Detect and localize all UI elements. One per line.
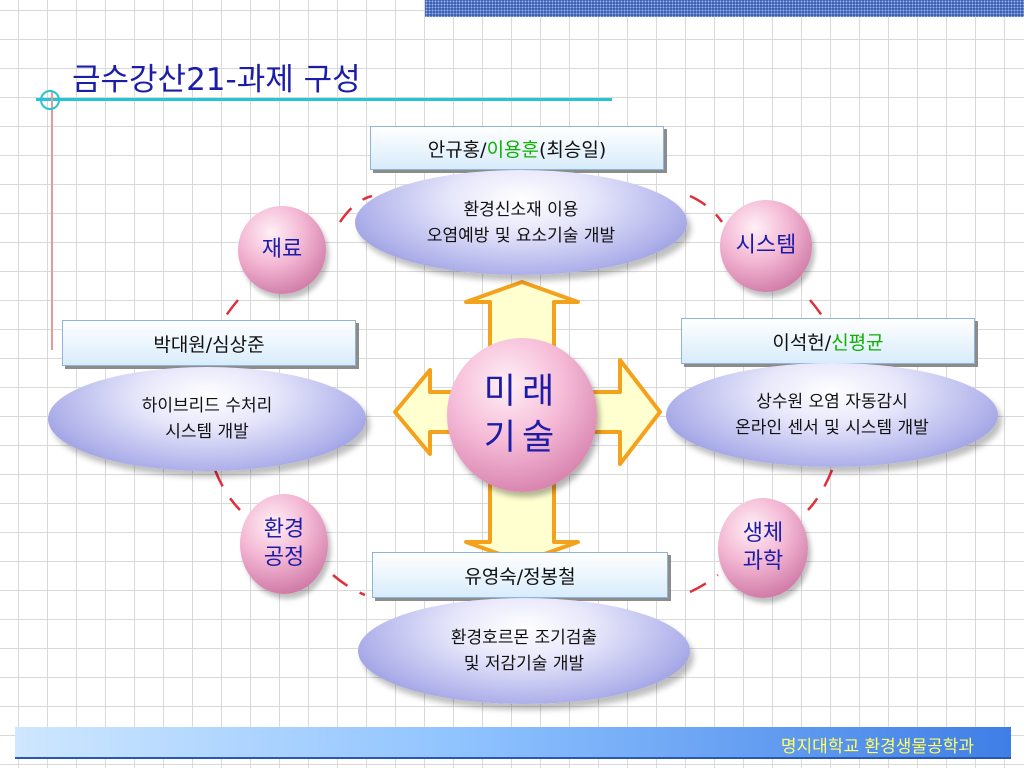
name-bottom-text: 유영숙/정봉철 bbox=[464, 565, 576, 588]
project-oval-top: 환경신소재 이용 오염예방 및 요소기술 개발 bbox=[355, 170, 687, 275]
title-underline bbox=[36, 98, 612, 101]
project-top-line2: 오염예방 및 요소기술 개발 bbox=[426, 225, 616, 246]
name-top-suffix: (최승일) bbox=[539, 138, 607, 161]
center-line1: 미래 bbox=[483, 372, 561, 412]
ring-connectors bbox=[213, 194, 834, 597]
project-bottom-line2: 및 저감기술 개발 bbox=[463, 654, 585, 674]
project-top-line1: 환경신소재 이용 bbox=[463, 199, 579, 220]
connector-top-right bbox=[689, 194, 724, 223]
bubble-process-line2: 공정 bbox=[263, 545, 305, 570]
project-right-line2: 온라인 센서 및 시스템 개발 bbox=[735, 418, 929, 438]
project-left-line1: 하이브리드 수처리 bbox=[141, 396, 273, 416]
bubble-bio-line1: 생체 bbox=[742, 521, 784, 546]
project-right-line1: 상수원 오염 자동감시 bbox=[756, 392, 908, 412]
project-bottom-line1: 환경호르몬 조기검출 bbox=[450, 628, 598, 648]
bubble-material: 재료 bbox=[238, 206, 326, 294]
connector-left-lower bbox=[213, 469, 241, 511]
title-vertical-rule bbox=[51, 92, 53, 350]
bubble-bio: 생체 과학 bbox=[718, 498, 808, 598]
bubble-system: 시스템 bbox=[720, 200, 812, 292]
bubble-process: 환경 공정 bbox=[240, 494, 328, 594]
connector-left-upper bbox=[220, 299, 239, 323]
name-right-highlight: 신평균 bbox=[831, 331, 884, 354]
header-pattern-bar bbox=[425, 0, 1024, 17]
connector-bottom-right bbox=[689, 574, 719, 594]
connector-right-upper bbox=[809, 299, 828, 323]
bubble-system-label: 시스템 bbox=[735, 233, 797, 258]
connector-bottom-left bbox=[332, 574, 366, 597]
center-bubble: 미래 기술 bbox=[447, 338, 597, 492]
footer-text: 명지대학교 환경생물공학과 bbox=[780, 737, 974, 757]
title-ring-icon bbox=[40, 90, 60, 110]
name-box-bottom: 유영숙/정봉철 bbox=[372, 552, 668, 598]
bubble-material-label: 재료 bbox=[261, 237, 303, 262]
name-top-highlight: 이용훈 bbox=[486, 138, 540, 161]
bubble-process-line1: 환경 bbox=[263, 517, 305, 542]
project-left-line2: 시스템 개발 bbox=[165, 422, 249, 442]
project-oval-bottom: 환경호르몬 조기검출 및 저감기술 개발 bbox=[358, 598, 690, 704]
connector-right-lower bbox=[807, 469, 834, 511]
connector-top-left bbox=[338, 194, 373, 223]
name-top-prefix: 안규홍/ bbox=[427, 138, 487, 161]
project-oval-left: 하이브리드 수처리 시스템 개발 bbox=[48, 367, 366, 471]
name-box-right: 이석헌/신평균 bbox=[681, 318, 975, 364]
slide-title: 금수강산21-과제 구성 bbox=[72, 62, 361, 98]
name-box-left: 박대원/심상준 bbox=[62, 320, 356, 366]
footer-bar bbox=[15, 727, 1011, 759]
center-line2: 기술 bbox=[483, 418, 561, 458]
name-right-prefix: 이석헌/ bbox=[772, 331, 832, 354]
project-oval-right: 상수원 오염 자동감시 온라인 센서 및 시스템 개발 bbox=[666, 363, 998, 467]
name-left-text: 박대원/심상준 bbox=[153, 333, 265, 356]
name-box-top: 안규홍/이용훈(최승일) bbox=[370, 126, 664, 170]
bubble-bio-line2: 과학 bbox=[742, 549, 784, 574]
